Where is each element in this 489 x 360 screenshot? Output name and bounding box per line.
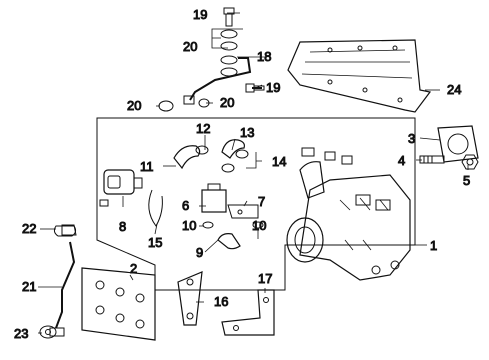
nut-part <box>461 154 479 170</box>
stud-part <box>419 155 445 164</box>
bracket-part-17 <box>221 289 275 336</box>
callout-1: 1 <box>430 238 437 253</box>
assembly-outline <box>96 117 416 291</box>
callout-20-left: 20 <box>127 98 141 113</box>
callout-3: 3 <box>408 131 415 146</box>
callout-17: 17 <box>258 271 272 286</box>
callout-2: 2 <box>130 261 137 276</box>
oil-return-line-part <box>49 224 77 337</box>
callout-5: 5 <box>463 173 470 188</box>
callout-16: 16 <box>214 294 228 309</box>
clamp-part-14 <box>221 149 249 173</box>
callout-18: 18 <box>257 49 271 64</box>
leader-lines <box>38 12 469 334</box>
callout-15: 15 <box>148 235 162 250</box>
hose-part-11 <box>173 145 201 170</box>
valve-part <box>201 183 227 213</box>
callout-12: 12 <box>196 121 210 136</box>
hose-part-13 <box>221 139 245 159</box>
callout-21: 21 <box>22 279 36 294</box>
callout-20-mid: 20 <box>220 95 234 110</box>
callout-8: 8 <box>119 219 126 234</box>
turbo-fastener-part <box>301 147 353 165</box>
bracket-part-16 <box>177 271 203 326</box>
callout-19-top: 19 <box>193 7 207 22</box>
bracket-part-7 <box>227 204 259 219</box>
callout-19-right: 19 <box>266 80 280 95</box>
hose-part-9 <box>217 233 241 250</box>
callout-13: 13 <box>240 125 254 140</box>
callout-10-right: 10 <box>252 218 266 233</box>
callout-22: 22 <box>22 221 36 236</box>
gasket-part-23 <box>39 325 57 339</box>
clamp-part-12 <box>195 145 209 155</box>
callout-6: 6 <box>182 198 189 213</box>
callout-10-left: 10 <box>182 218 196 233</box>
turbocharger-part <box>286 161 411 281</box>
callout-4: 4 <box>398 153 405 168</box>
heat-shield-part <box>287 39 432 113</box>
actuator-bolt-part <box>99 199 109 207</box>
actuator-part <box>103 169 143 195</box>
callout-14: 14 <box>272 154 286 169</box>
callout-11: 11 <box>140 159 154 174</box>
washer-part-upper <box>220 29 238 77</box>
callout-20-top: 20 <box>183 39 197 54</box>
clamp-part-10 <box>202 221 264 229</box>
callout-23: 23 <box>14 326 28 341</box>
gasket-part-22 <box>53 225 77 237</box>
callout-24: 24 <box>447 82 461 97</box>
exhaust-gasket-part <box>81 267 156 341</box>
banjo-bolt-part <box>223 7 235 27</box>
gasket-part <box>437 125 479 163</box>
washer-part-left <box>158 100 174 112</box>
wire-part <box>148 189 163 227</box>
callout-9: 9 <box>196 245 203 260</box>
callout-7: 7 <box>258 194 265 209</box>
banjo-bolt-lower-part <box>245 83 265 93</box>
